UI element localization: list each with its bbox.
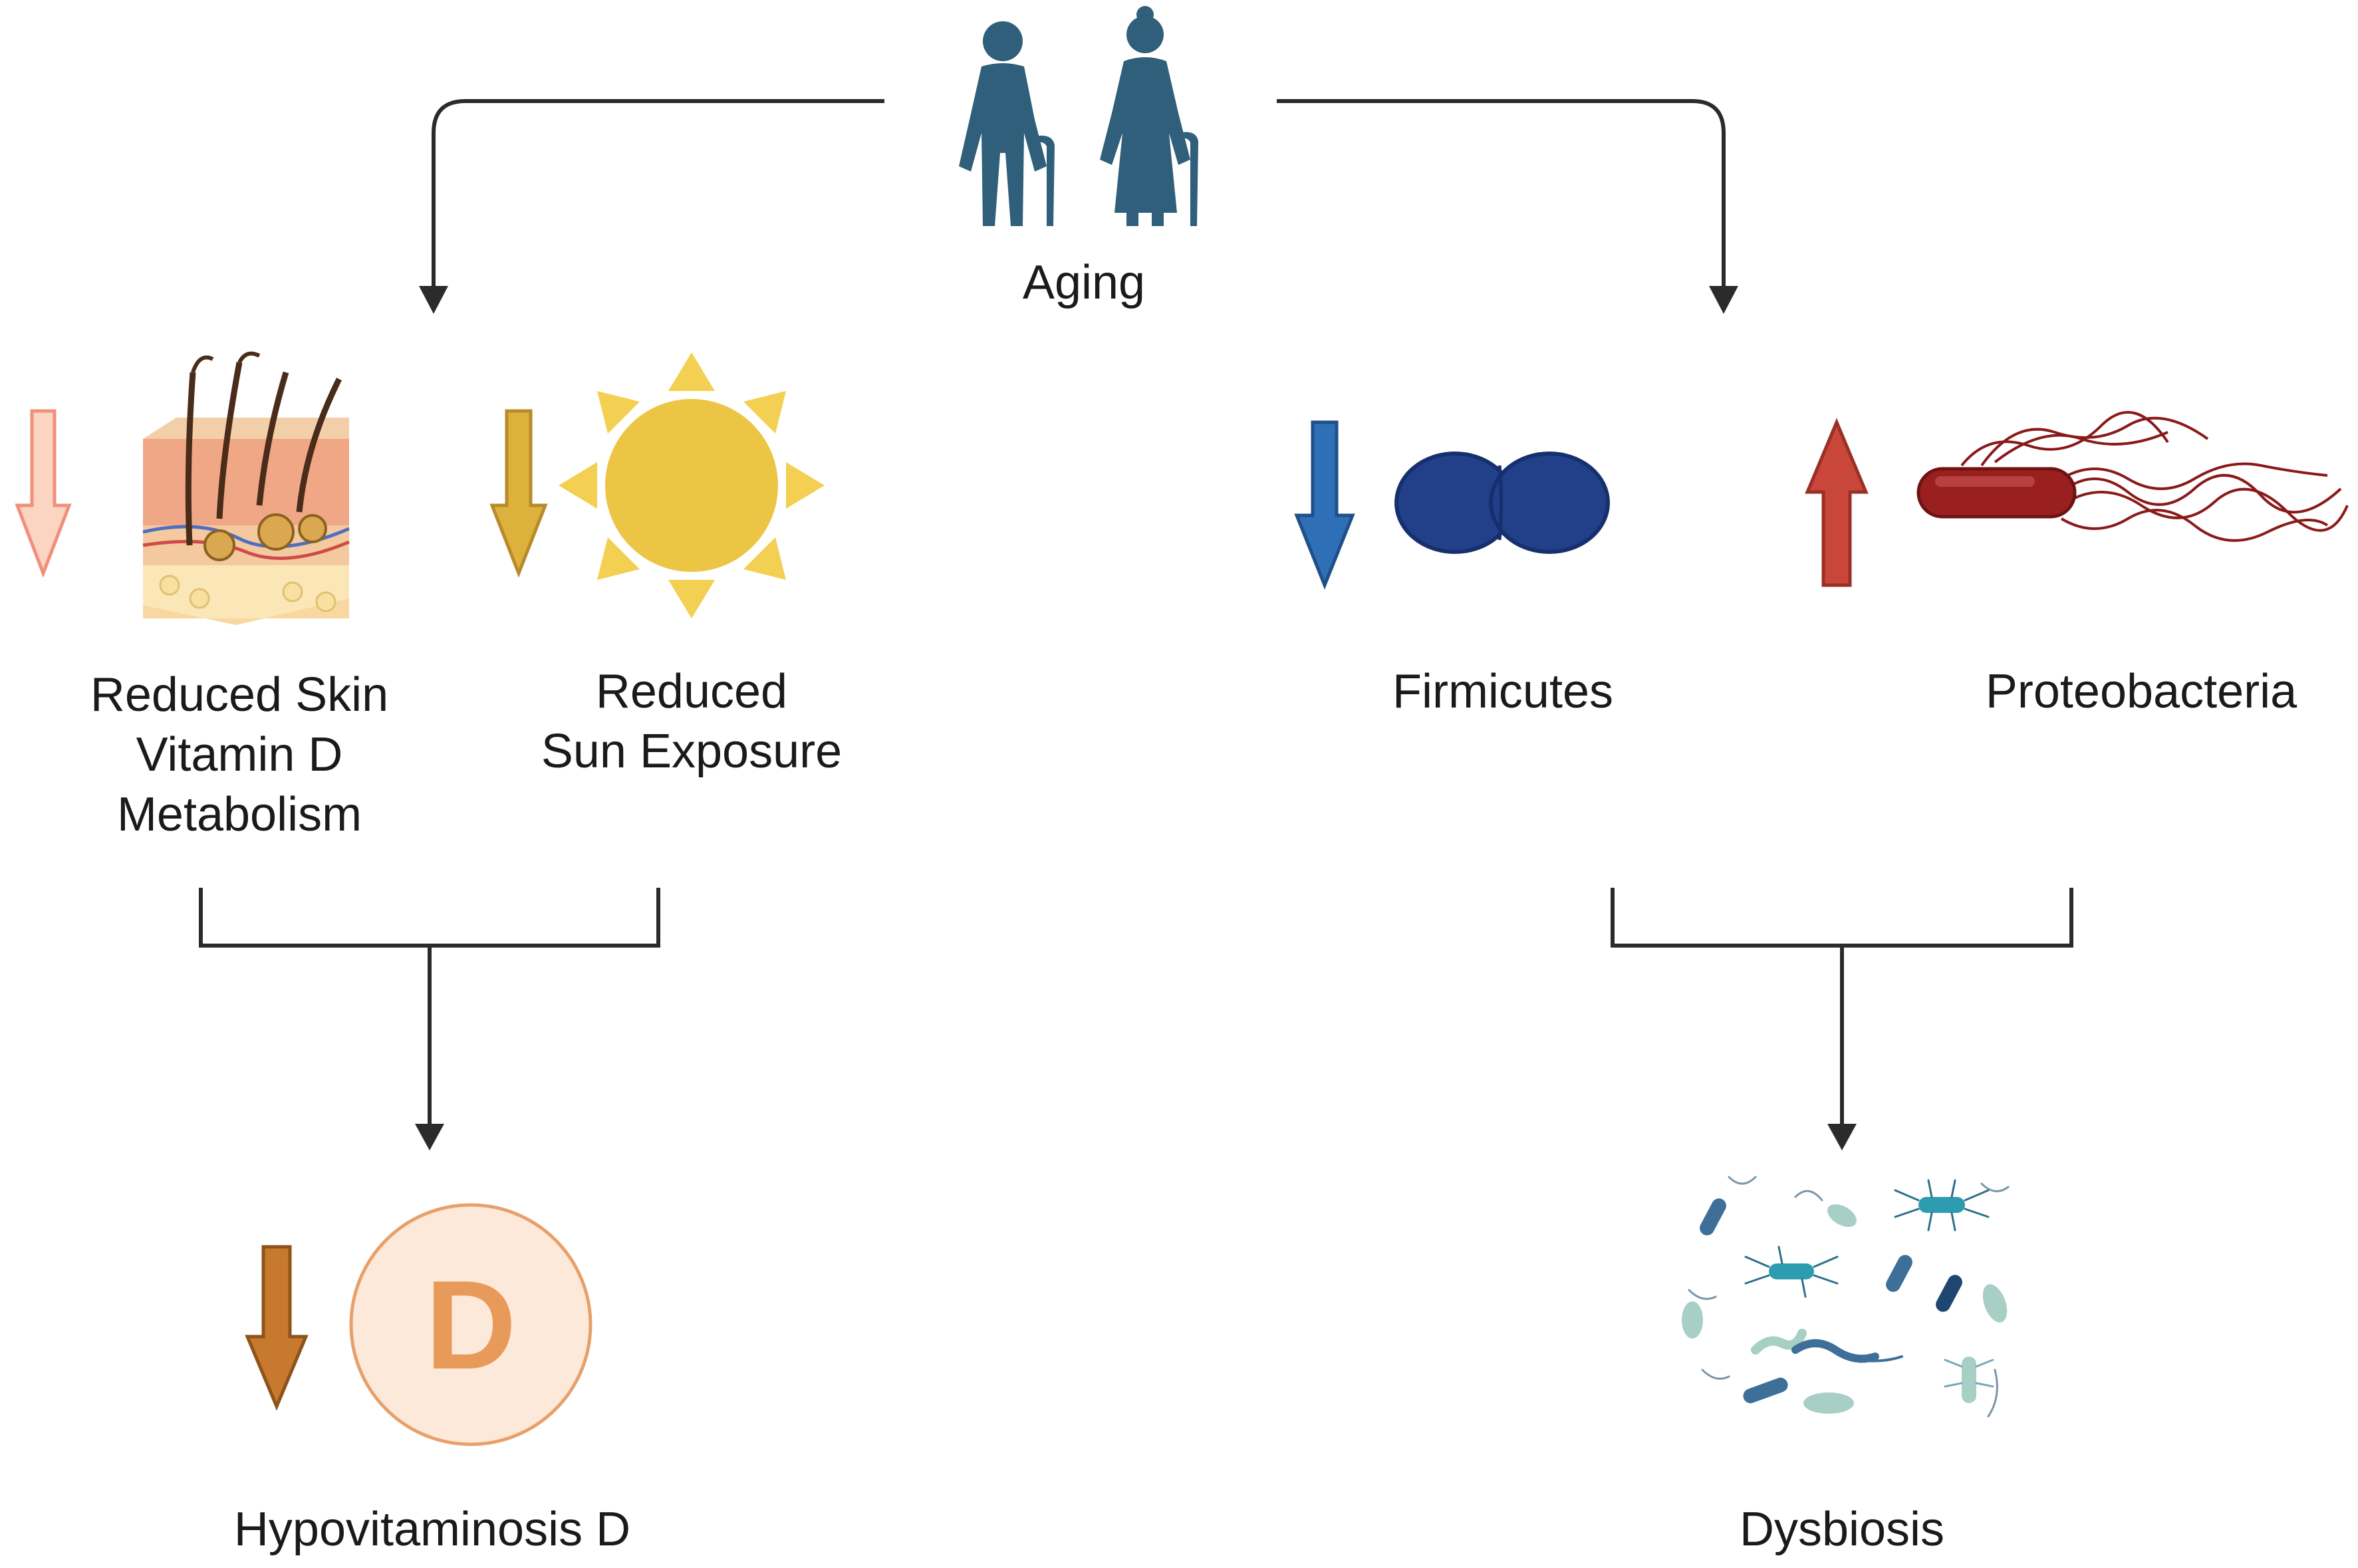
skin-decrease-arrow-icon bbox=[15, 409, 72, 579]
sun-icon bbox=[559, 352, 825, 618]
skin-label-line-3: Metabolism bbox=[116, 788, 362, 841]
proteobacteria-increase-arrow-icon bbox=[1805, 418, 1869, 587]
aging-to-vitamin-connector bbox=[419, 99, 884, 314]
sun-decrease-arrow-icon bbox=[489, 409, 548, 578]
skin-cross-section-icon bbox=[142, 351, 350, 625]
firmicutes-label: Firmicutes bbox=[1392, 665, 1613, 718]
proteobacteria-label: Proteobacteria bbox=[1985, 665, 2297, 718]
vitamin-d-letter: D bbox=[425, 1255, 516, 1396]
skin-label-line-2: Vitamin D bbox=[136, 728, 343, 781]
dysbiosis-label: Dysbiosis bbox=[1739, 1503, 1945, 1556]
skin-metabolism-label: Reduced Skin Vitamin D Metabolism bbox=[53, 665, 426, 845]
flagellated-bacterium-icon bbox=[1916, 411, 2349, 542]
vitamin-decrease-arrow-icon bbox=[245, 1245, 309, 1411]
sun-label-line-1: Reduced bbox=[595, 665, 788, 718]
microbes-cluster-icon bbox=[1682, 1176, 2010, 1418]
elderly-couple-icon bbox=[959, 6, 1198, 226]
aging-to-microbiome-connector bbox=[1277, 99, 1738, 314]
sun-label-line-2: Sun Exposure bbox=[541, 725, 843, 778]
sun-exposure-label: Reduced Sun Exposure bbox=[505, 662, 878, 781]
vitamin-d-icon: D bbox=[349, 1203, 592, 1446]
hypovitaminosis-label: Hypovitaminosis D bbox=[233, 1503, 631, 1556]
firmicutes-decrease-arrow-icon bbox=[1294, 420, 1355, 590]
skin-label-line-1: Reduced Skin bbox=[90, 668, 389, 721]
aging-label: Aging bbox=[1022, 256, 1146, 309]
microbiome-bracket-connector bbox=[1611, 888, 2073, 1150]
vitamin-bracket-connector bbox=[199, 888, 660, 1150]
diplococcus-icon bbox=[1394, 452, 1610, 554]
